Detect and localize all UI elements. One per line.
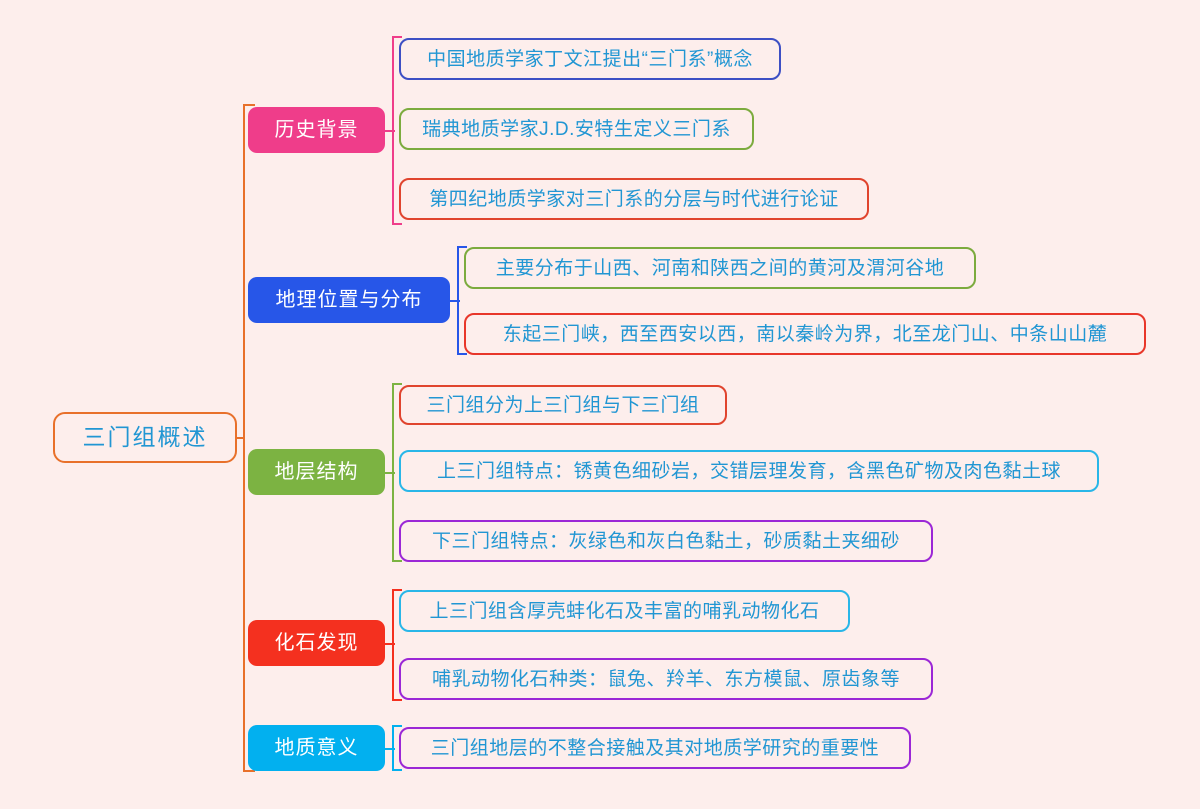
leaf-node-geography-1-label: 主要分布于山西、河南和陕西之间的黄河及渭河谷地: [495, 257, 945, 279]
branch-history-stub: [385, 130, 395, 132]
branch-significance-stub: [385, 748, 395, 750]
branch-node-fossils[interactable]: 化石发现: [248, 620, 385, 666]
branch-node-history-label: 历史背景: [274, 119, 359, 141]
branch-node-significance-label: 地质意义: [274, 737, 359, 759]
leaf-node-history-1[interactable]: 中国地质学家丁文江提出“三门系”概念: [399, 38, 781, 80]
branch-fossils-stub: [385, 643, 395, 645]
branch-node-geography[interactable]: 地理位置与分布: [248, 277, 450, 323]
branch-node-stratigraphy[interactable]: 地层结构: [248, 449, 385, 495]
branch-node-history[interactable]: 历史背景: [248, 107, 385, 153]
leaf-node-stratigraphy-2[interactable]: 上三门组特点：锈黄色细砂岩，交错层理发育，含黑色矿物及肉色黏土球: [399, 450, 1099, 492]
leaf-node-geography-2[interactable]: 东起三门峡，西至西安以西，南以秦岭为界，北至龙门山、中条山山麓: [464, 313, 1146, 355]
root-node[interactable]: 三门组概述: [53, 412, 237, 463]
leaf-node-history-3[interactable]: 第四纪地质学家对三门系的分层与时代进行论证: [399, 178, 869, 220]
branch-node-fossils-label: 化石发现: [274, 632, 359, 654]
leaf-node-fossils-2-label: 哺乳动物化石种类：鼠兔、羚羊、东方模鼠、原齿象等: [431, 668, 900, 690]
leaf-node-fossils-2[interactable]: 哺乳动物化石种类：鼠兔、羚羊、东方模鼠、原齿象等: [399, 658, 933, 700]
leaf-node-stratigraphy-3[interactable]: 下三门组特点：灰绿色和灰白色黏土，砂质黏土夹细砂: [399, 520, 933, 562]
branch-node-geography-label: 地理位置与分布: [275, 289, 423, 311]
root-node-label: 三门组概述: [82, 424, 208, 450]
leaf-node-stratigraphy-1-label: 三门组分为上三门组与下三门组: [426, 394, 700, 416]
branch-history-bracket: [392, 36, 402, 225]
leaf-node-stratigraphy-3-label: 下三门组特点：灰绿色和灰白色黏土，砂质黏土夹细砂: [431, 530, 900, 552]
leaf-node-history-2[interactable]: 瑞典地质学家J.D.安特生定义三门系: [399, 108, 754, 150]
leaf-node-history-3-label: 第四纪地质学家对三门系的分层与时代进行论证: [429, 188, 839, 210]
branch-stratigraphy-stub: [385, 472, 395, 474]
leaf-node-fossils-1[interactable]: 上三门组含厚壳蚌化石及丰富的哺乳动物化石: [399, 590, 850, 632]
branch-geography-bracket: [457, 246, 467, 355]
leaf-node-geography-2-label: 东起三门峡，西至西安以西，南以秦岭为界，北至龙门山、中条山山麓: [502, 323, 1108, 345]
branch-geography-stub: [450, 300, 460, 302]
branch-node-significance[interactable]: 地质意义: [248, 725, 385, 771]
branch-significance-bracket: [392, 725, 402, 771]
leaf-node-history-2-label: 瑞典地质学家J.D.安特生定义三门系: [422, 118, 731, 140]
leaf-node-significance-1[interactable]: 三门组地层的不整合接触及其对地质学研究的重要性: [399, 727, 911, 769]
leaf-node-significance-1-label: 三门组地层的不整合接触及其对地质学研究的重要性: [430, 737, 880, 759]
leaf-node-history-1-label: 中国地质学家丁文江提出“三门系”概念: [427, 48, 753, 70]
branch-fossils-bracket: [392, 589, 402, 701]
leaf-node-geography-1[interactable]: 主要分布于山西、河南和陕西之间的黄河及渭河谷地: [464, 247, 976, 289]
leaf-node-stratigraphy-1[interactable]: 三门组分为上三门组与下三门组: [399, 385, 727, 425]
branch-stratigraphy-bracket: [392, 383, 402, 562]
leaf-node-stratigraphy-2-label: 上三门组特点：锈黄色细砂岩，交错层理发育，含黑色矿物及肉色黏土球: [436, 460, 1061, 482]
root-trunk-stub: [237, 437, 245, 439]
leaf-node-fossils-1-label: 上三门组含厚壳蚌化石及丰富的哺乳动物化石: [429, 600, 820, 622]
branch-node-stratigraphy-label: 地层结构: [274, 461, 359, 483]
